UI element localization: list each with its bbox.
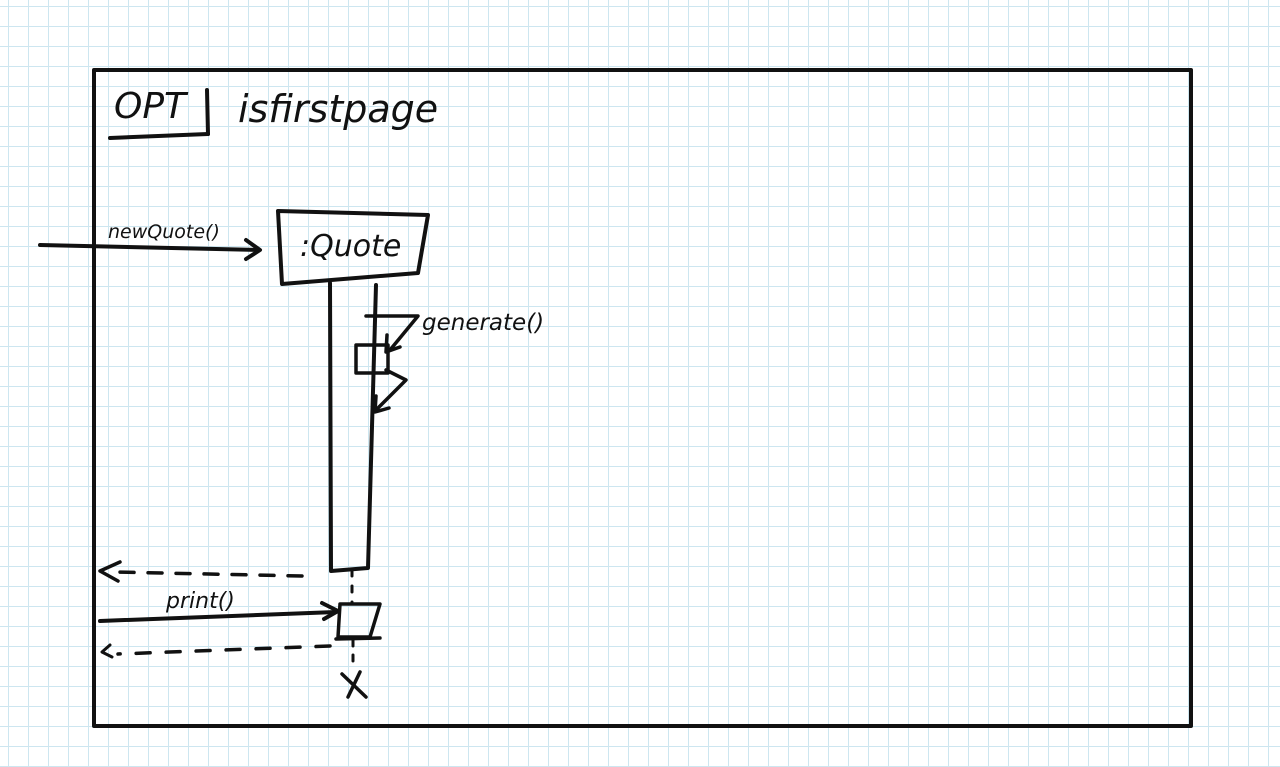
self-message-arrow-line: [364, 314, 420, 352]
self-message-label: generate(): [422, 310, 544, 336]
nested-activation-bar: [354, 343, 390, 375]
destruction-marker: [340, 670, 368, 699]
self-message-arrowhead: [384, 333, 402, 354]
print-return-dashed-line: [116, 644, 332, 656]
print-message-arrow-line: [98, 610, 338, 623]
self-return-arrowhead: [373, 394, 391, 414]
self-return-arrow: [374, 368, 408, 412]
fragment-operator-label: OPT: [114, 86, 189, 127]
create-message-arrow-line: [38, 243, 260, 252]
fragment-operator-tab: OPT: [108, 86, 210, 140]
activation-bar: [328, 281, 378, 573]
opt-fragment-frame: [92, 68, 1193, 728]
create-message-label: newQuote(): [108, 221, 220, 243]
lifeline-head-box: [276, 209, 430, 286]
print-return-arrowhead: [100, 643, 114, 659]
print-activation-bottom-line: [334, 636, 382, 641]
operator-tab-bottom-line: [108, 132, 210, 140]
destruction-stroke-b: [346, 670, 362, 699]
lifeline-head-label: :Quote: [300, 229, 401, 264]
create-message-arrowhead: [244, 238, 262, 261]
print-message-label: print(): [165, 589, 235, 614]
return-message-dashed-line: [112, 570, 304, 578]
fragment-guard-label: isfirstpage: [238, 87, 438, 131]
operator-tab-side-line: [205, 88, 210, 136]
print-activation-bar: [336, 602, 382, 639]
return-message-arrowhead: [98, 560, 122, 583]
